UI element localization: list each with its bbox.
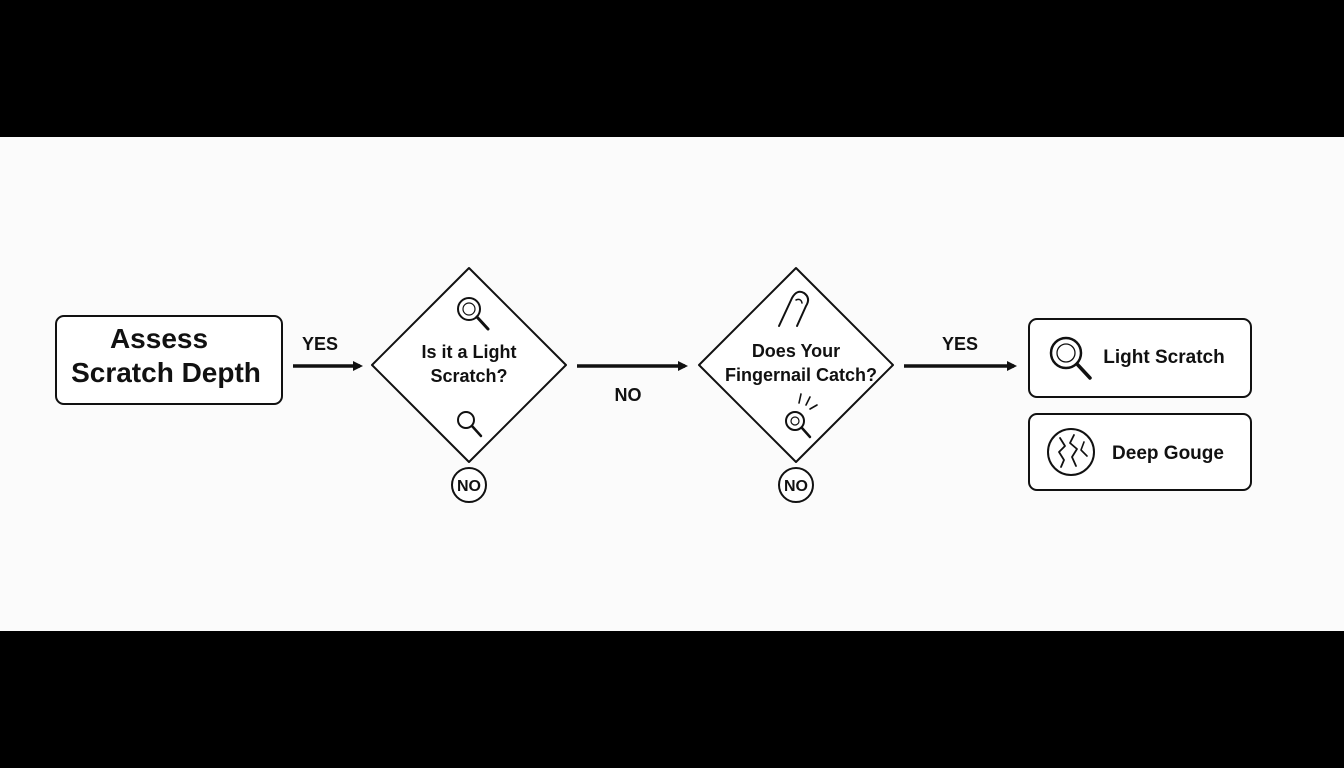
result-deep-gouge-label: Deep Gouge: [1112, 443, 1224, 464]
result-light-scratch-label: Light Scratch: [1103, 347, 1224, 368]
edge-label-yes-2: YES: [942, 334, 978, 354]
decision-node-1: Is it a Light Scratch? NO: [371, 267, 567, 503]
start-title-line1: Assess: [110, 323, 208, 354]
fingernail-icon: [778, 290, 810, 327]
edge-start-to-decision1: YES: [293, 334, 363, 371]
edge-decision1-to-decision2: NO: [577, 361, 688, 405]
start-box: [55, 315, 283, 405]
magnifier-icon: [457, 411, 483, 438]
decision2-question-line2: Fingernail Catch?: [725, 365, 877, 385]
magnifier-icon: [457, 297, 490, 331]
result-deep-gouge: Deep Gouge: [1028, 413, 1252, 491]
decision1-diamond: [371, 267, 567, 463]
no-badge-2: NO: [778, 467, 814, 503]
start-node: Assess Scratch Depth: [55, 315, 283, 405]
decision2-question-line1: Does Your: [752, 341, 840, 361]
no-badge-2-label: NO: [784, 478, 808, 495]
result-light-scratch: Light Scratch: [1028, 318, 1252, 398]
edge-label-no: NO: [615, 385, 642, 405]
edge-label-yes-1: YES: [302, 334, 338, 354]
start-title-line2: Scratch Depth: [71, 357, 261, 388]
cracked-circle-icon: [1047, 428, 1095, 476]
edge-decision2-to-results: YES: [904, 334, 1017, 371]
decision1-question-line1: Is it a Light: [421, 342, 516, 362]
decision-node-2: Does Your Fingernail Catch? NO: [698, 267, 894, 503]
decision1-question-line2: Scratch?: [430, 366, 507, 386]
magnifier-sparkle-icon: [785, 393, 818, 439]
decision2-diamond: [698, 267, 894, 463]
magnifier-icon: [1049, 336, 1092, 380]
no-badge-1-label: NO: [457, 478, 481, 495]
no-badge-1: NO: [451, 467, 487, 503]
result-light-scratch-box: [1028, 318, 1252, 398]
